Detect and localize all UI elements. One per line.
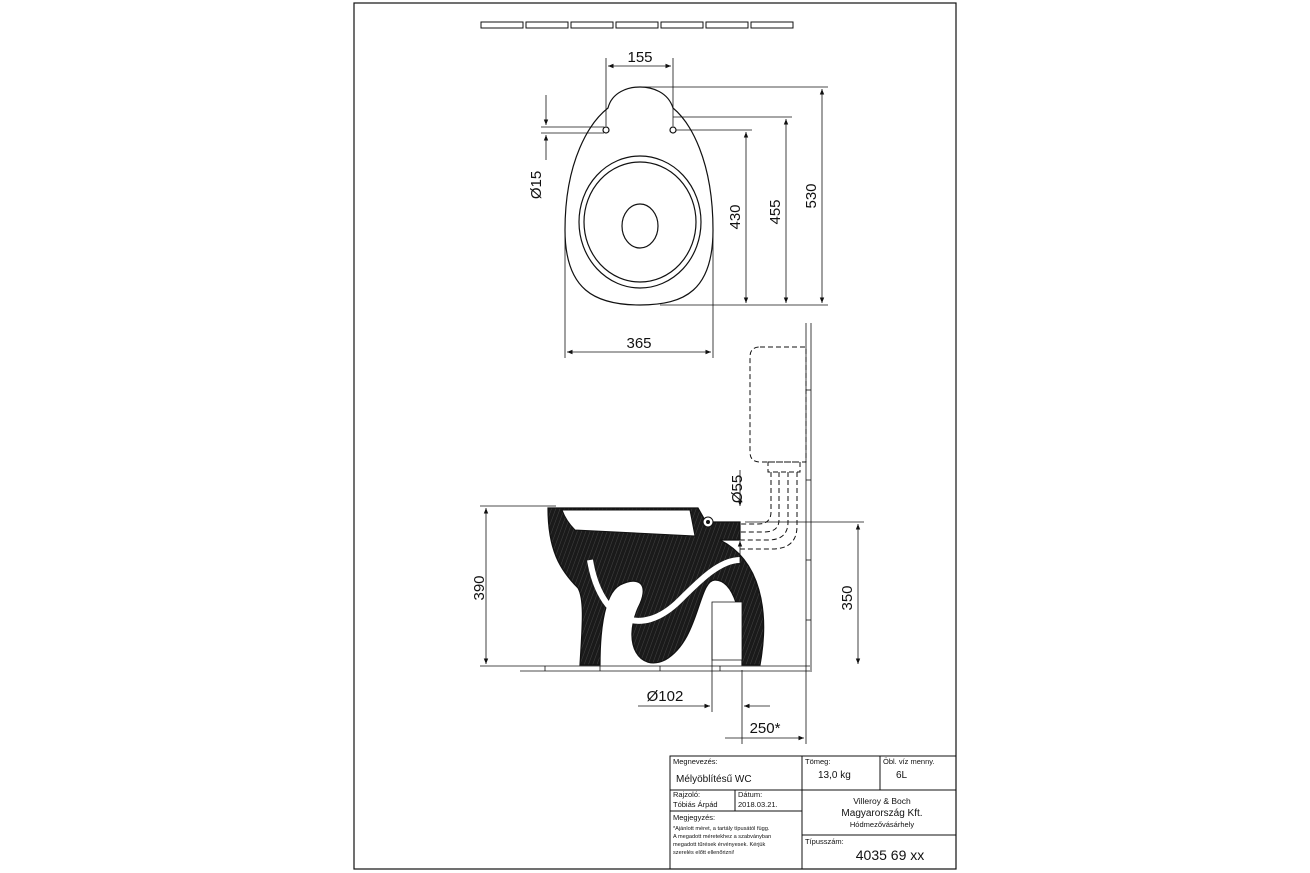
dim-390-label: 390 xyxy=(471,575,488,600)
name-value: Mélyöblítésű WC xyxy=(676,774,752,785)
dim-d102-label: Ø102 xyxy=(647,688,684,705)
scale-bar xyxy=(480,21,794,29)
side-view-toilet xyxy=(547,507,765,666)
wall-line xyxy=(805,323,812,672)
dim-d15-lines xyxy=(541,95,604,160)
dim-155-lines xyxy=(605,58,674,126)
type-value: 4035 69 xx xyxy=(856,847,925,863)
top-view-bowl xyxy=(564,86,714,306)
dim-430-label: 430 xyxy=(727,204,744,229)
flush-value: 6L xyxy=(896,770,908,781)
dim-250-lines xyxy=(725,672,807,744)
sheet-frame xyxy=(353,2,957,870)
drawer-label: Rajzoló: xyxy=(673,790,700,799)
dim-365-lines xyxy=(564,232,714,358)
floor-line xyxy=(480,665,810,672)
dim-350-label: 350 xyxy=(839,585,856,610)
dim-155-label: 155 xyxy=(627,49,652,66)
name-label: Megnevezés: xyxy=(673,757,718,766)
title-block xyxy=(669,755,957,870)
company-line-3: Hódmezővásárhely xyxy=(850,820,914,829)
date-value: 2018.03.21. xyxy=(738,800,778,809)
weight-label: Tömeg: xyxy=(805,757,830,766)
dim-d102-lines xyxy=(638,630,770,744)
dim-390-lines xyxy=(480,505,556,664)
drawer-value: Tóbiás Árpád xyxy=(673,800,718,809)
notes-line-3: megadott tűrések érvényesek. Kérjük xyxy=(673,842,766,848)
dim-d55-label: Ø55 xyxy=(729,475,746,503)
dim-455-label: 455 xyxy=(767,199,784,224)
flush-label: Öbl. víz menny. xyxy=(883,757,935,766)
dim-vertical-top-lines xyxy=(643,86,828,306)
notes-line-4: szerelés előtt ellenőrizni! xyxy=(673,850,735,856)
dim-250-label: 250* xyxy=(750,720,781,737)
notes-line-2: A megadott méretekhez a szabványban xyxy=(673,834,771,840)
dim-365-label: 365 xyxy=(626,335,651,352)
cistern-outline xyxy=(740,346,807,550)
notes-line-1: *Ajánlott méret, a tartály típusától füg… xyxy=(673,826,770,832)
dim-d15-label: Ø15 xyxy=(528,171,545,199)
date-label: Dátum: xyxy=(738,790,762,799)
type-label: Típusszám: xyxy=(805,837,844,846)
notes-label: Megjegyzés: xyxy=(673,813,715,822)
dim-530-label: 530 xyxy=(803,183,820,208)
weight-value: 13,0 kg xyxy=(818,770,851,781)
dim-350-lines xyxy=(745,521,864,664)
company-line-2: Magyarország Kft. xyxy=(841,808,922,819)
company-line-1: Villeroy & Boch xyxy=(853,796,911,806)
